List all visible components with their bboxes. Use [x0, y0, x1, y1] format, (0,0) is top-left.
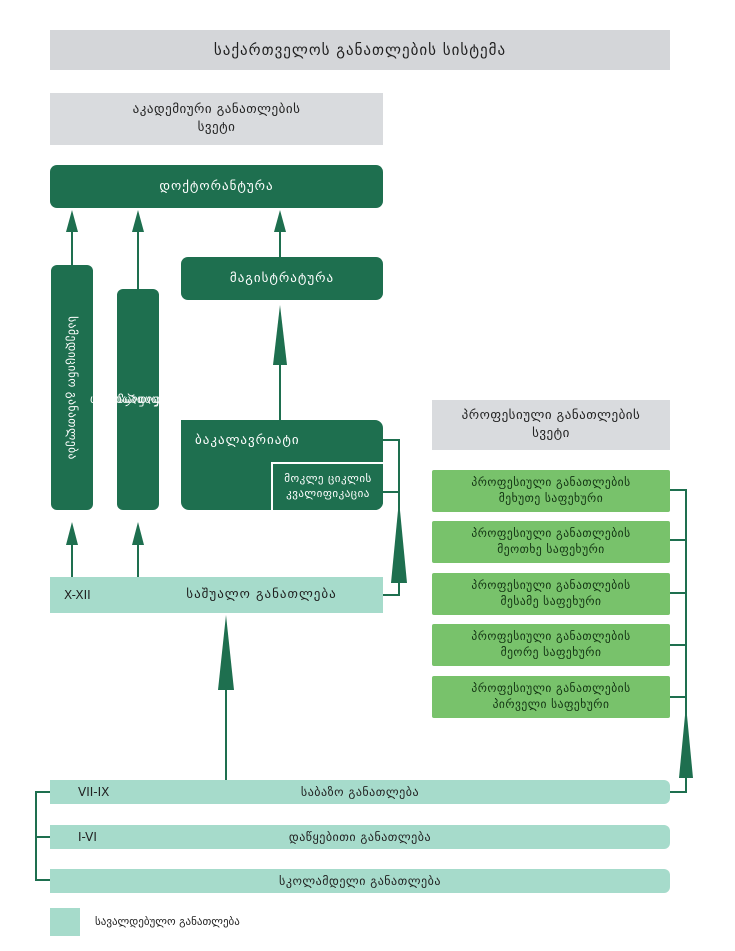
arrow-up-icon: [274, 210, 286, 232]
legend-label: სავალდებულო განათლება: [95, 915, 240, 928]
academic-column-header: აკადემიური განათლების სვეტი: [50, 93, 383, 145]
vocational-column-line2: სვეტი: [532, 426, 570, 441]
arrow-up-icon: [391, 500, 407, 583]
arrow-up-icon: [66, 522, 78, 545]
secondary-label: საშუალო განათლება: [186, 587, 337, 603]
arrow-up-icon: [273, 305, 287, 365]
basic-label: საბაზო განათლება: [300, 785, 420, 799]
vocational-column-header: პროფესიული განათლების სვეტი: [432, 400, 670, 450]
medical-education-box: სამედიცინო განათლება: [51, 265, 93, 510]
secondary-code: X-XII: [64, 587, 91, 602]
arrow-up-icon: [132, 210, 144, 232]
masters-box: მაგისტრატურა: [181, 257, 383, 300]
secondary-education-box: X-XII საშუალო განათლება: [50, 577, 383, 613]
arrow-up-icon: [218, 615, 234, 690]
basic-code: VII-IX: [78, 785, 110, 799]
vocational-column-line1: პროფესიული განათლების: [461, 408, 641, 424]
basic-education-bar: VII-IX საბაზო განათლება: [50, 780, 670, 804]
arrow-up-icon: [66, 210, 78, 232]
arrow-up-icon: [679, 705, 693, 778]
primary-label: დაწყებითი განათლება: [288, 830, 432, 844]
primary-code: I-VI: [78, 830, 97, 844]
doctorate-box: დოქტორანტურა: [50, 165, 383, 208]
short-cycle-line2: კვალიფიკაცია: [286, 487, 370, 500]
preschool-education-bar: სკოლამდელი განათლება: [50, 869, 670, 893]
diagram-title: საქართველოს განათლების სისტემა: [50, 30, 670, 70]
short-cycle-line1: მოკლე ციკლის: [284, 472, 372, 486]
legend-swatch: [50, 908, 80, 936]
academic-column-line1: აკადემიური განათლების: [132, 102, 301, 118]
preschool-label: სკოლამდელი განათლება: [279, 874, 441, 888]
arrow-up-icon: [132, 522, 144, 545]
academic-column-line2: სვეტი: [197, 120, 236, 135]
primary-education-bar: I-VI დაწყებითი განათლება: [50, 825, 670, 849]
